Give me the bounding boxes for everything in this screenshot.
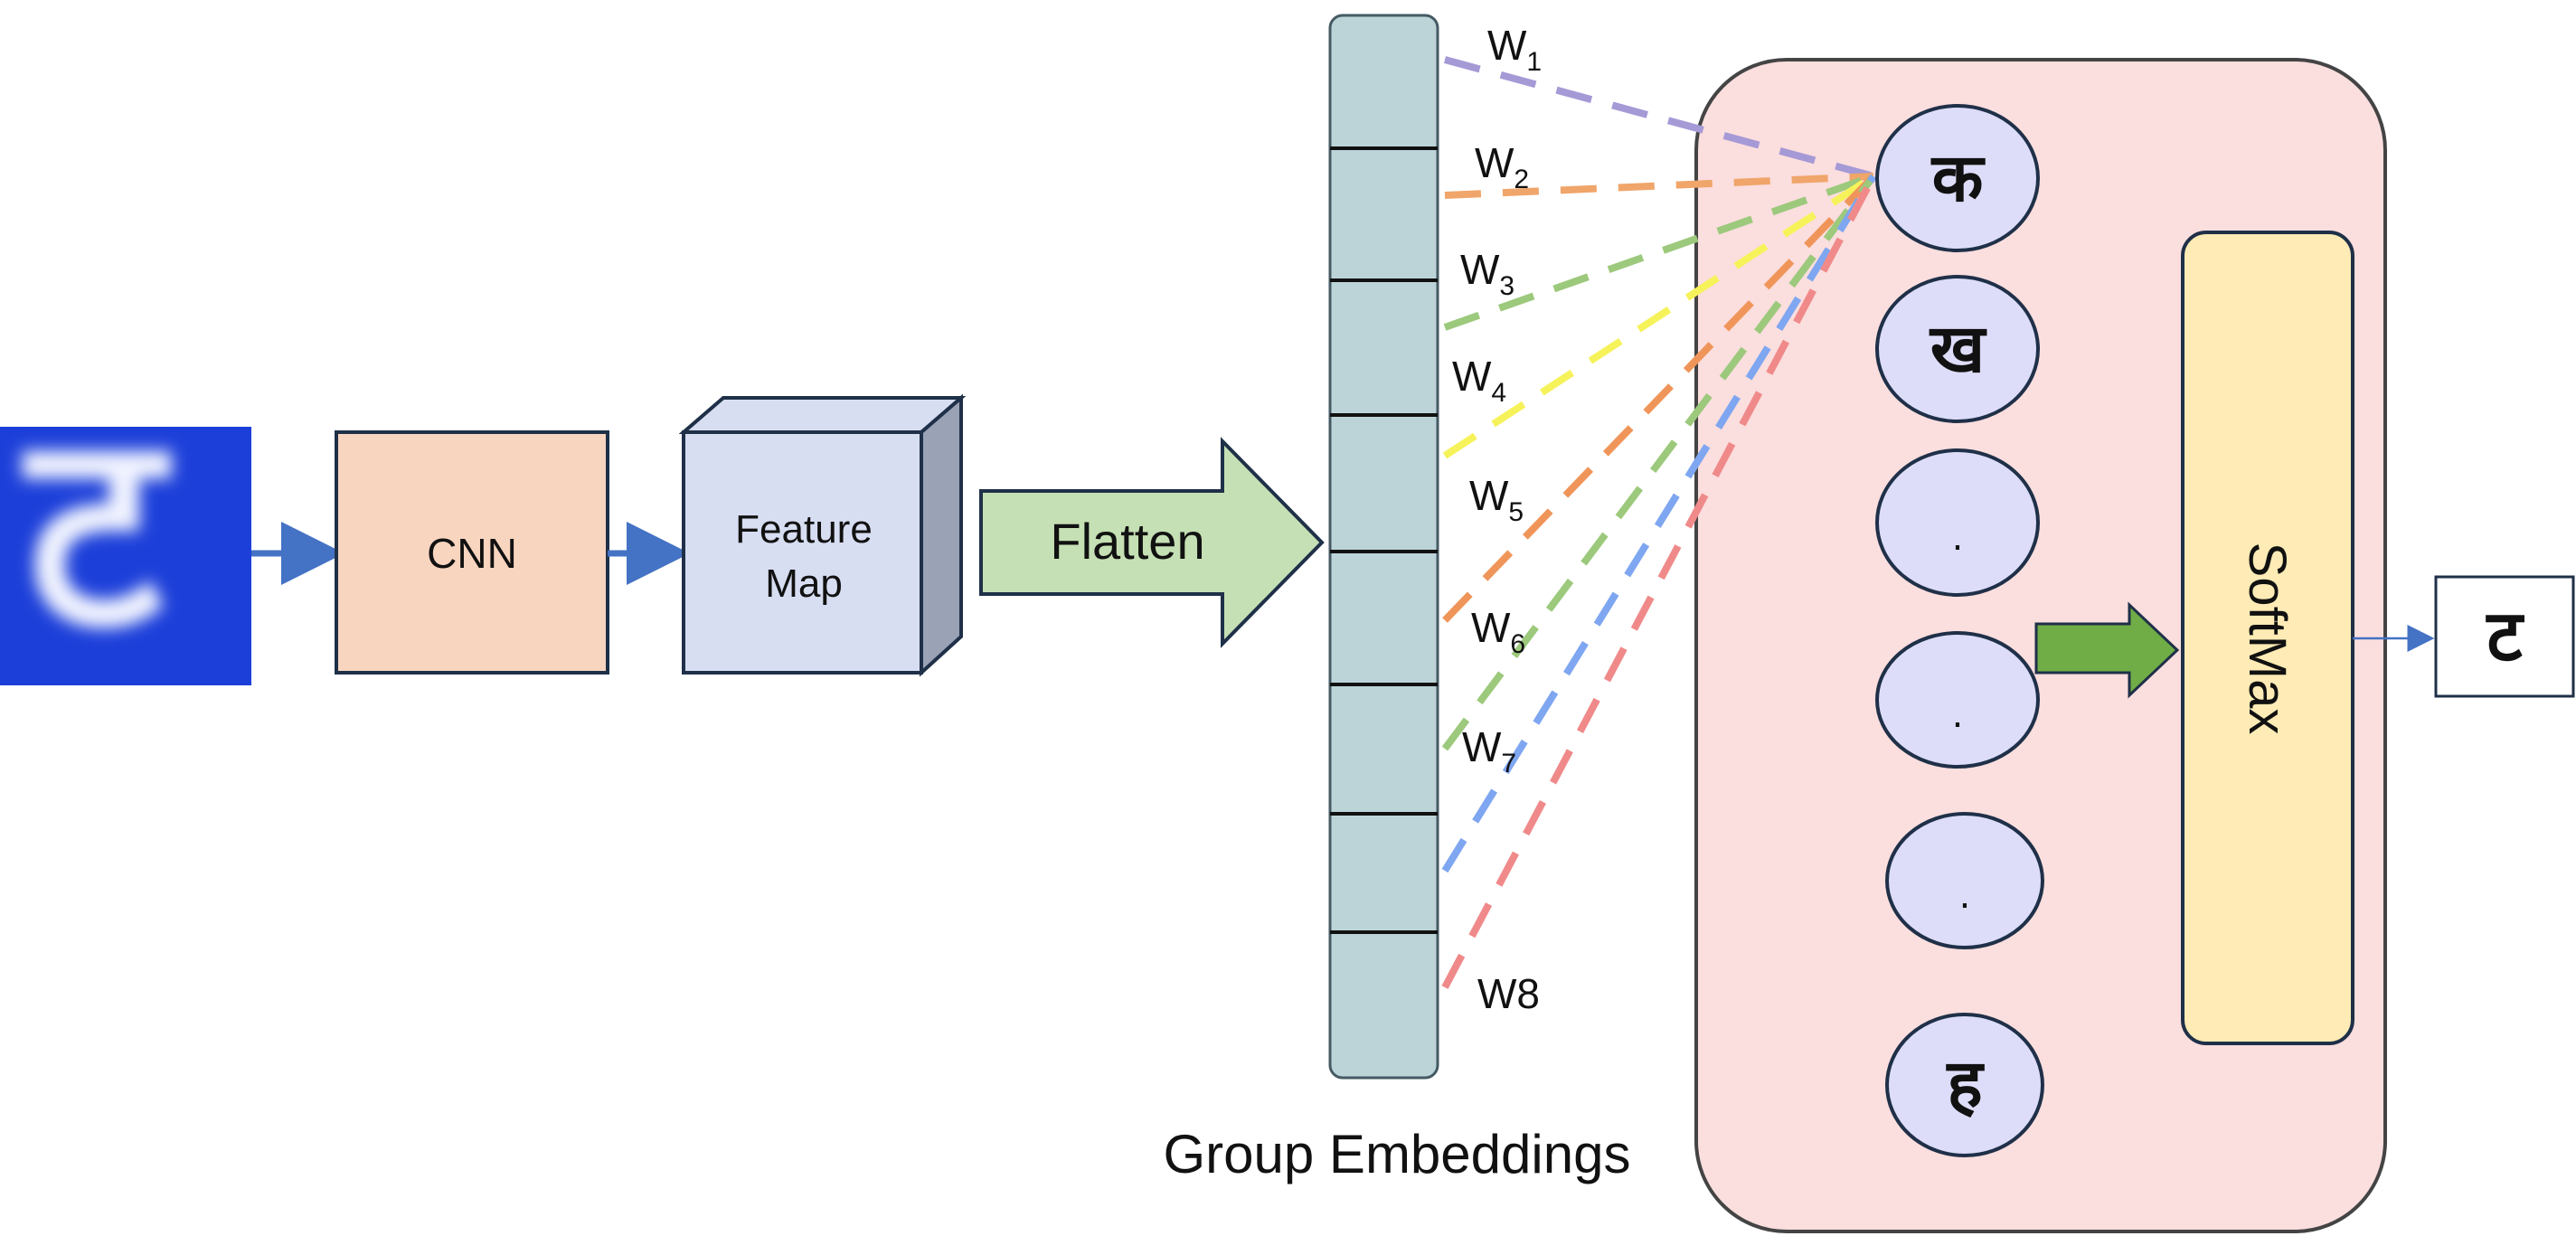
weight-connections: [1441, 56, 1877, 989]
feature-map-label-line2: Map: [765, 561, 843, 606]
softmax-label: SoftMax: [2238, 543, 2297, 735]
feature-map-cube: Feature Map: [678, 393, 967, 677]
node-ellipsis-3-label: .: [1959, 875, 1971, 917]
node-kha: [1875, 275, 2040, 423]
weight-label-4: W4: [1452, 353, 1506, 408]
input-image: ट: [0, 373, 251, 688]
node-ellipsis-2-label: .: [1952, 694, 1964, 736]
node-kha-label: ख: [1929, 310, 1987, 388]
weight-line-8: [1441, 175, 1877, 989]
flatten-label: Flatten: [1050, 513, 1204, 570]
weight-label-1: W1: [1487, 22, 1542, 77]
output-nodes: क ख . . . ह: [1875, 104, 2044, 1157]
weight-label-3: W3: [1460, 246, 1514, 301]
weight-label-7: W7: [1462, 723, 1516, 778]
node-ellipsis-1: [1875, 448, 2040, 597]
green-arrow-to-softmax: [2034, 601, 2180, 699]
node-ka: [1875, 104, 2040, 252]
group-embeddings-label: Group Embeddings: [1164, 1124, 1631, 1184]
weight-line-6: [1441, 174, 1877, 751]
feature-map-label-line1: Feature: [735, 507, 873, 552]
weight-line-1: [1443, 56, 1875, 180]
weight-line-5: [1442, 174, 1876, 623]
node-ha-label: ह: [1945, 1045, 1985, 1123]
flatten-arrow: Flatten: [979, 437, 1325, 648]
node-ellipsis-3: [1885, 812, 2044, 949]
weight-label-2: W2: [1475, 139, 1529, 194]
node-ellipsis-2: [1875, 631, 2040, 769]
cnn-block: CNN: [335, 430, 609, 675]
node-ellipsis-1-label: .: [1952, 517, 1964, 559]
weight-label-8: W8: [1477, 970, 1540, 1017]
weight-label-6: W6: [1471, 604, 1525, 659]
weight-line-7: [1441, 174, 1877, 873]
output-box: ट: [2434, 575, 2575, 698]
output-character: ट: [2485, 596, 2524, 677]
node-ka-label: क: [1930, 139, 1986, 217]
weight-line-4: [1442, 173, 1876, 459]
node-ha: [1885, 1013, 2044, 1157]
group-embeddings-column: [1328, 14, 1439, 1080]
cnn-label: CNN: [427, 530, 517, 577]
input-character: ट: [23, 373, 175, 688]
softmax-block: SoftMax: [2181, 231, 2354, 1045]
weight-labels: W1 W2 W3 W4 W5 W6 W7 W8: [1452, 22, 1542, 1017]
weight-label-5: W5: [1469, 472, 1524, 527]
weight-line-2: [1444, 173, 1874, 199]
weight-line-3: [1443, 173, 1875, 331]
